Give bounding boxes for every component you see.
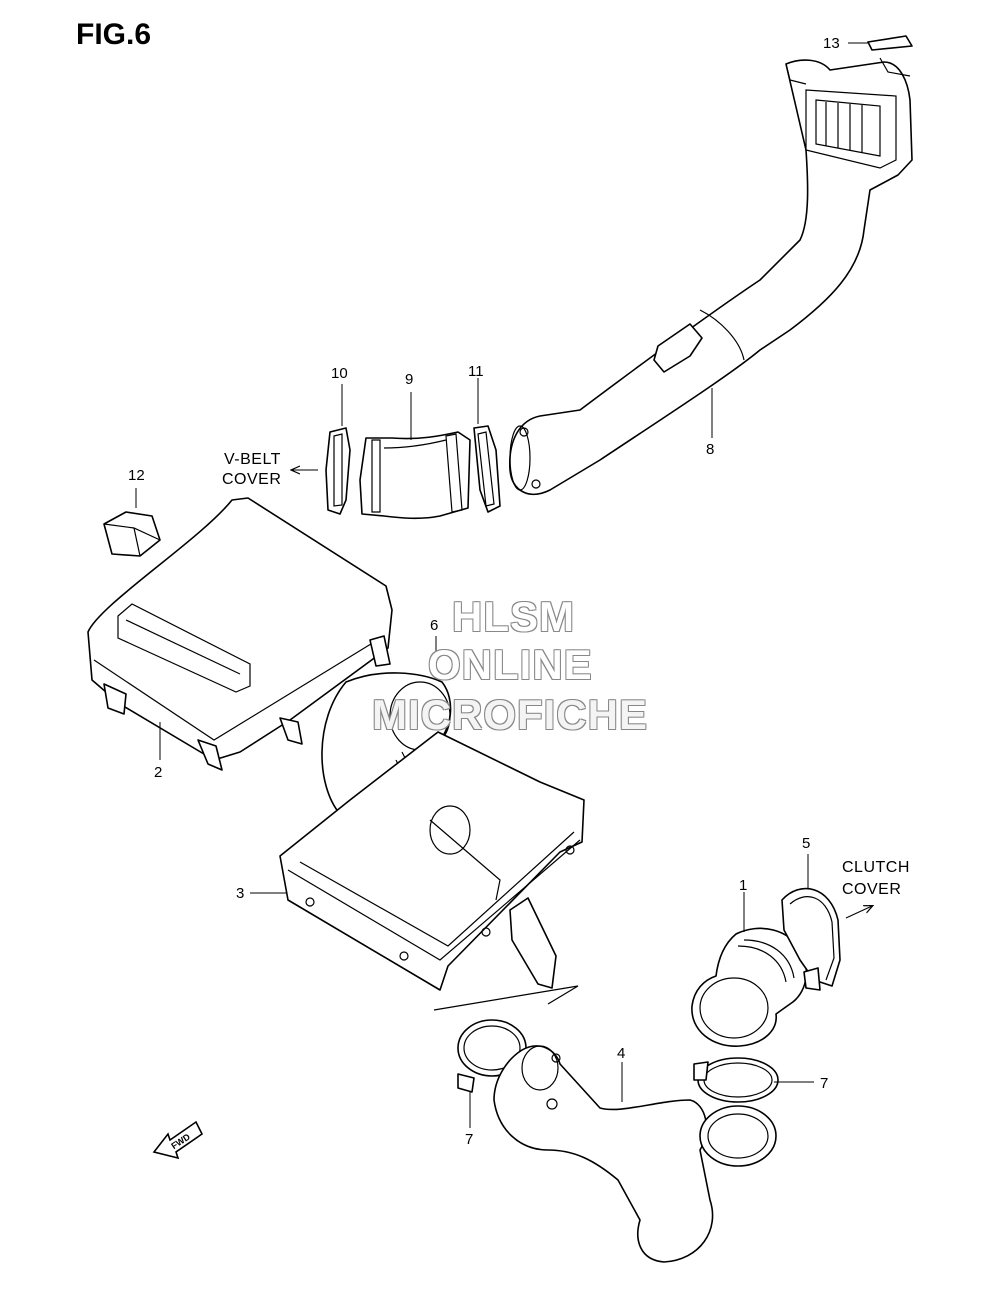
callout-1: 1 [739, 877, 747, 894]
vbelt-label-2: COVER [222, 471, 281, 488]
callout-12: 12 [128, 467, 145, 484]
clutch-label-2: COVER [842, 881, 901, 898]
watermark-line-3: MICROFICHE [372, 691, 648, 738]
callout-9: 9 [405, 371, 413, 388]
part-9-boot: 9 [359, 371, 471, 520]
fwd-arrow-icon: FWD [152, 1120, 204, 1160]
callout-13: 13 [823, 35, 840, 52]
callout-4: 4 [617, 1045, 625, 1062]
callout-2: 2 [154, 764, 162, 781]
callout-3: 3 [236, 885, 244, 902]
direction-arrow-icon [845, 906, 872, 919]
callout-7-left: 7 [465, 1131, 473, 1148]
watermark-line-1: HLSM [452, 593, 575, 640]
callout-11: 11 [468, 363, 484, 380]
part-5-clamp: 5 [781, 835, 841, 991]
callout-5: 5 [802, 835, 810, 852]
part-10-clamp: 10 [325, 365, 351, 515]
part-2-airbox-cover: 2 [87, 497, 393, 781]
part-12-cube: 12 [103, 467, 161, 557]
callout-8: 8 [706, 441, 714, 458]
watermark-line-2: ONLINE [428, 641, 593, 688]
clutch-cover-note: CLUTCH COVER [842, 859, 910, 919]
part-8-intake-duct: 8 [509, 57, 913, 495]
figure-title: FIG.6 [76, 18, 152, 51]
part-7-clamp-right: 7 [693, 1057, 828, 1103]
vbelt-cover-note: V-BELT COVER [222, 451, 318, 488]
part-4-lower-duct: 4 [493, 1045, 777, 1263]
part-11-clamp: 11 [468, 363, 501, 513]
clutch-label-1: CLUTCH [842, 859, 910, 876]
callout-10: 10 [331, 365, 348, 382]
part-13-pad: 13 [823, 35, 913, 52]
callout-6: 6 [430, 617, 438, 634]
connector-line [433, 985, 579, 1011]
part-3-airbox-case: 3 [236, 731, 585, 991]
vbelt-label-1: V-BELT [224, 451, 281, 468]
callout-7-right: 7 [820, 1075, 828, 1092]
